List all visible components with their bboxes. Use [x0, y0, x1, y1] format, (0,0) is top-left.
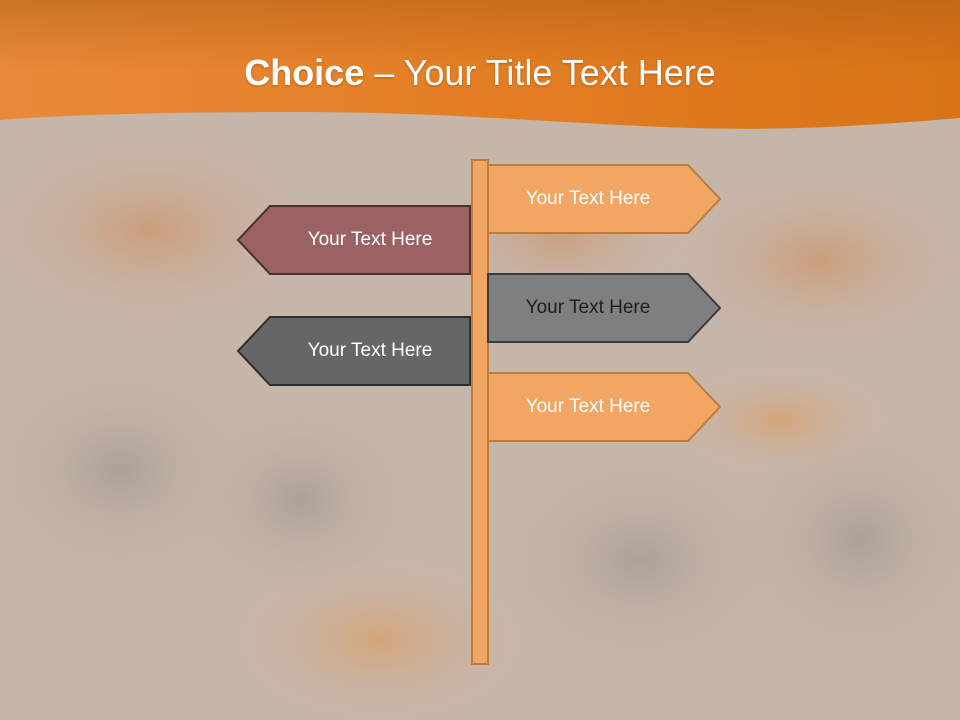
sign-3-arrow [487, 273, 722, 343]
sign-4-arrow [236, 316, 471, 386]
title-banner [0, 0, 960, 129]
signpost-pole [471, 159, 489, 665]
sign-5-label: Your Text Here [525, 396, 651, 417]
sign-5-arrow [487, 372, 722, 442]
sign-4-label: Your Text Here [307, 340, 433, 361]
slide-title: Choice – Your Title Text Here [0, 52, 960, 94]
sign-2-arrow [236, 205, 471, 275]
sign-2-label: Your Text Here [307, 229, 433, 250]
sign-3-label: Your Text Here [525, 297, 651, 318]
title-text: – Your Title Text Here [364, 52, 716, 93]
sign-1-arrow [487, 164, 722, 234]
title-bold-word: Choice [244, 52, 365, 93]
sign-1-label: Your Text Here [525, 188, 651, 209]
